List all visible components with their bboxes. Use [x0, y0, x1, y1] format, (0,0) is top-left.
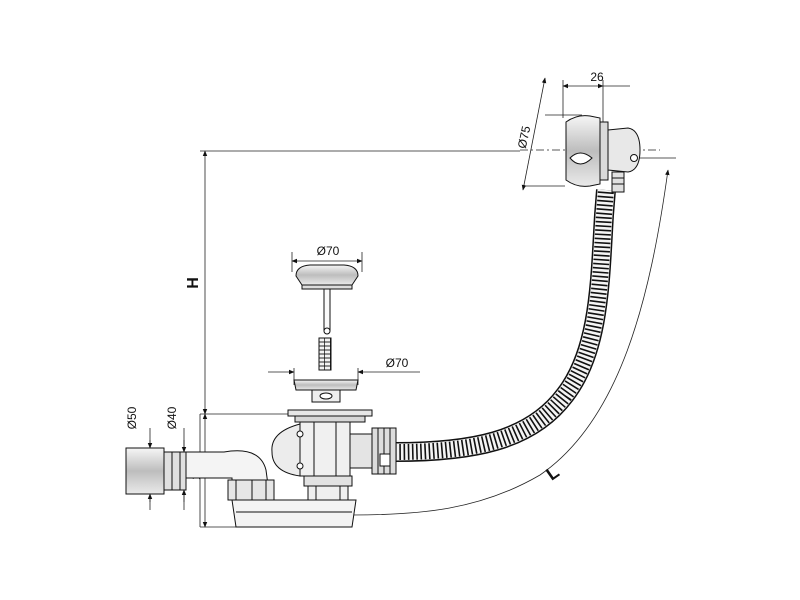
length-label: L — [542, 462, 562, 485]
overflow-width-label: 26 — [590, 70, 604, 84]
plug-assembly — [295, 264, 359, 371]
overflow-diameter-dimension-line — [521, 77, 547, 191]
height-label: H — [185, 277, 202, 289]
plug-cap — [295, 264, 359, 286]
plug-diameter-label: Ø70 — [317, 244, 340, 258]
waste-diameter-label: Ø70 — [386, 356, 409, 370]
outlet-inner-diameter-label: Ø40 — [165, 406, 179, 429]
outlet-outer-diameter-label: Ø50 — [125, 406, 139, 429]
dimension-lines — [126, 77, 676, 528]
outlet-pipe — [125, 447, 165, 495]
waste-flange — [293, 379, 359, 403]
overflow-head — [565, 115, 641, 193]
overflow-diameter-label: Ø75 — [515, 124, 533, 149]
plug-stem — [323, 288, 331, 332]
length-dimension-arc — [351, 169, 670, 516]
trap-body — [125, 409, 397, 528]
flexible-hose — [394, 189, 616, 462]
